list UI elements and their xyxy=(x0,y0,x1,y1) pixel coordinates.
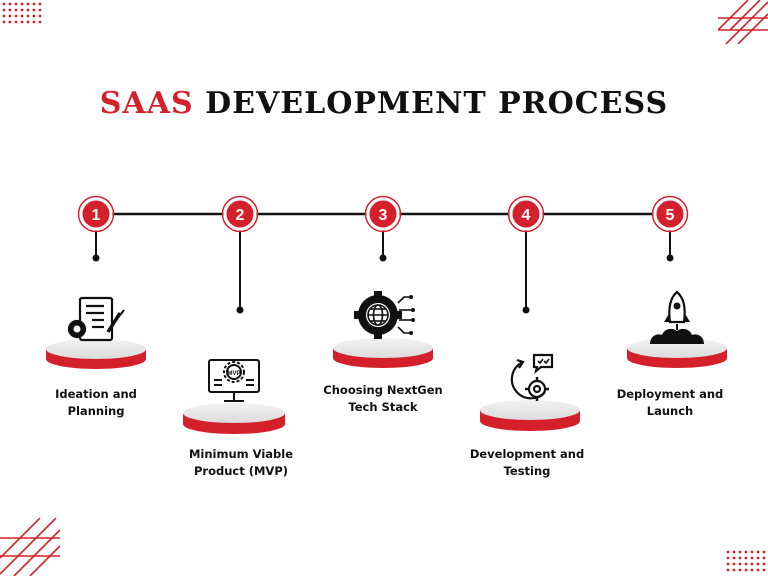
step-label-1-line1: Ideation and xyxy=(55,387,137,401)
step-label-4-line2: Testing xyxy=(503,464,551,478)
top-right-stripe-pattern xyxy=(718,0,768,44)
step-badge-2: 2 xyxy=(221,195,259,233)
top-left-dot-pattern xyxy=(2,2,42,24)
step-badge-4: 4 xyxy=(507,195,545,233)
gear-globe-icon xyxy=(354,291,415,339)
step-label-5: Deployment and Launch xyxy=(595,386,745,420)
mvp-monitor-icon: MVP xyxy=(208,359,260,402)
step-badge-3: 3 xyxy=(364,195,402,233)
step-label-5-line1: Deployment and xyxy=(616,387,724,401)
pedestal-2 xyxy=(183,403,285,434)
pedestal-4 xyxy=(480,400,580,431)
step-label-2-line2: Product (MVP) xyxy=(193,464,289,478)
pedestal-1 xyxy=(46,339,146,369)
step-label-2-line1: Minimum Viable xyxy=(188,447,294,461)
step-label-3: Choosing NextGen Tech Stack xyxy=(308,382,458,416)
step-label-4: Development and Testing xyxy=(452,446,602,480)
step-number-5: 5 xyxy=(666,207,675,224)
step-badge-5: 5 xyxy=(651,195,689,233)
svg-text:MVP: MVP xyxy=(227,371,240,377)
rocket-icon xyxy=(650,290,704,344)
step-label-2: Minimum Viable Product (MVP) xyxy=(166,446,316,480)
step-number-2: 2 xyxy=(236,207,245,224)
gear-cycle-icon xyxy=(510,353,554,401)
step-number-3: 3 xyxy=(379,207,388,224)
pedestal-3 xyxy=(333,338,433,368)
step-number-4: 4 xyxy=(522,207,531,224)
page-title: SAAS DEVELOPMENT PROCESS xyxy=(0,86,768,121)
step-label-5-line2: Launch xyxy=(646,404,694,418)
bottom-left-stripe-pattern xyxy=(0,518,60,576)
connector-dots xyxy=(92,254,674,314)
step-label-3-line2: Tech Stack xyxy=(348,400,418,414)
step-label-1-line2: Planning xyxy=(67,404,125,418)
title-rest: DEVELOPMENT PROCESS xyxy=(193,86,669,121)
step-label-3-line1: Choosing NextGen xyxy=(323,383,443,397)
step-label-4-line1: Development and xyxy=(469,447,585,461)
title-accent: SAAS xyxy=(99,86,194,121)
step-number-1: 1 xyxy=(92,207,101,224)
step-label-1: Ideation and Planning xyxy=(21,386,171,420)
bottom-right-dot-pattern xyxy=(726,550,766,572)
step-badge-1: 1 xyxy=(77,195,115,233)
document-idea-icon xyxy=(67,296,125,342)
